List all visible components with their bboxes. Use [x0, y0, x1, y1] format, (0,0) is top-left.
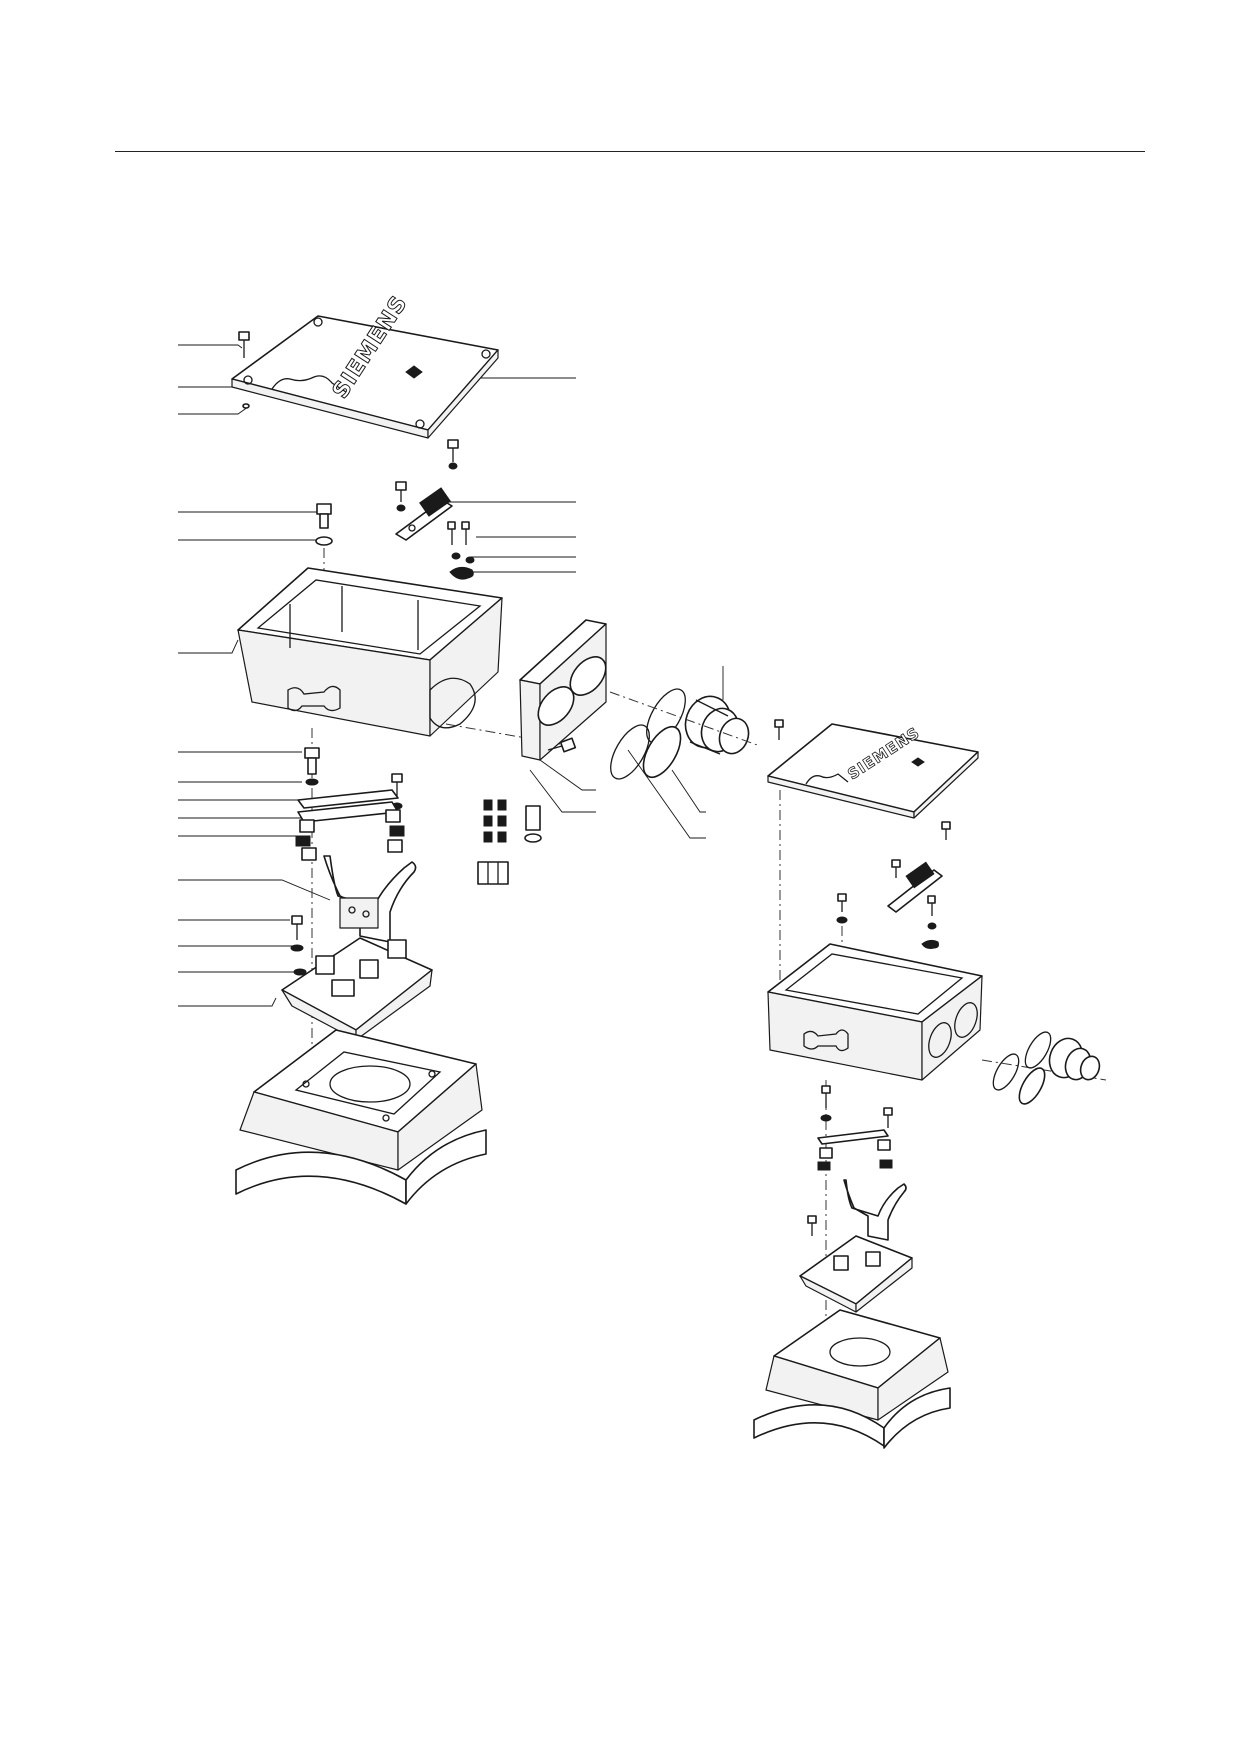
- terminal-rail: [395, 439, 475, 580]
- right-lower-assembly: [799, 1080, 913, 1330]
- cover-screw: [238, 331, 250, 409]
- flange-screw: [547, 737, 577, 753]
- right-o-rings-and-gland: [992, 1031, 1101, 1105]
- cable-gland: [684, 695, 750, 755]
- cover-emblem: [405, 365, 423, 379]
- base-bolt: [315, 503, 333, 640]
- right-motor-base: [753, 1309, 951, 1449]
- right-housing-box: [767, 943, 1107, 1081]
- mounting-base-plate: [281, 915, 433, 1041]
- right-cover-lid: SIEMENS: [767, 719, 979, 1040]
- left-callout-lines: [178, 344, 331, 1007]
- right-terminal-rail: [836, 821, 951, 1000]
- header-rule: [115, 151, 1145, 152]
- housing-box: [237, 567, 561, 745]
- terminal-clips: [477, 799, 542, 885]
- cover-lid: SIEMENS: [231, 291, 499, 439]
- bracket-yoke: [323, 855, 417, 943]
- motor-terminal-base: [235, 1029, 487, 1205]
- flange-plate: [519, 619, 607, 761]
- o-rings-and-gland: [609, 688, 761, 780]
